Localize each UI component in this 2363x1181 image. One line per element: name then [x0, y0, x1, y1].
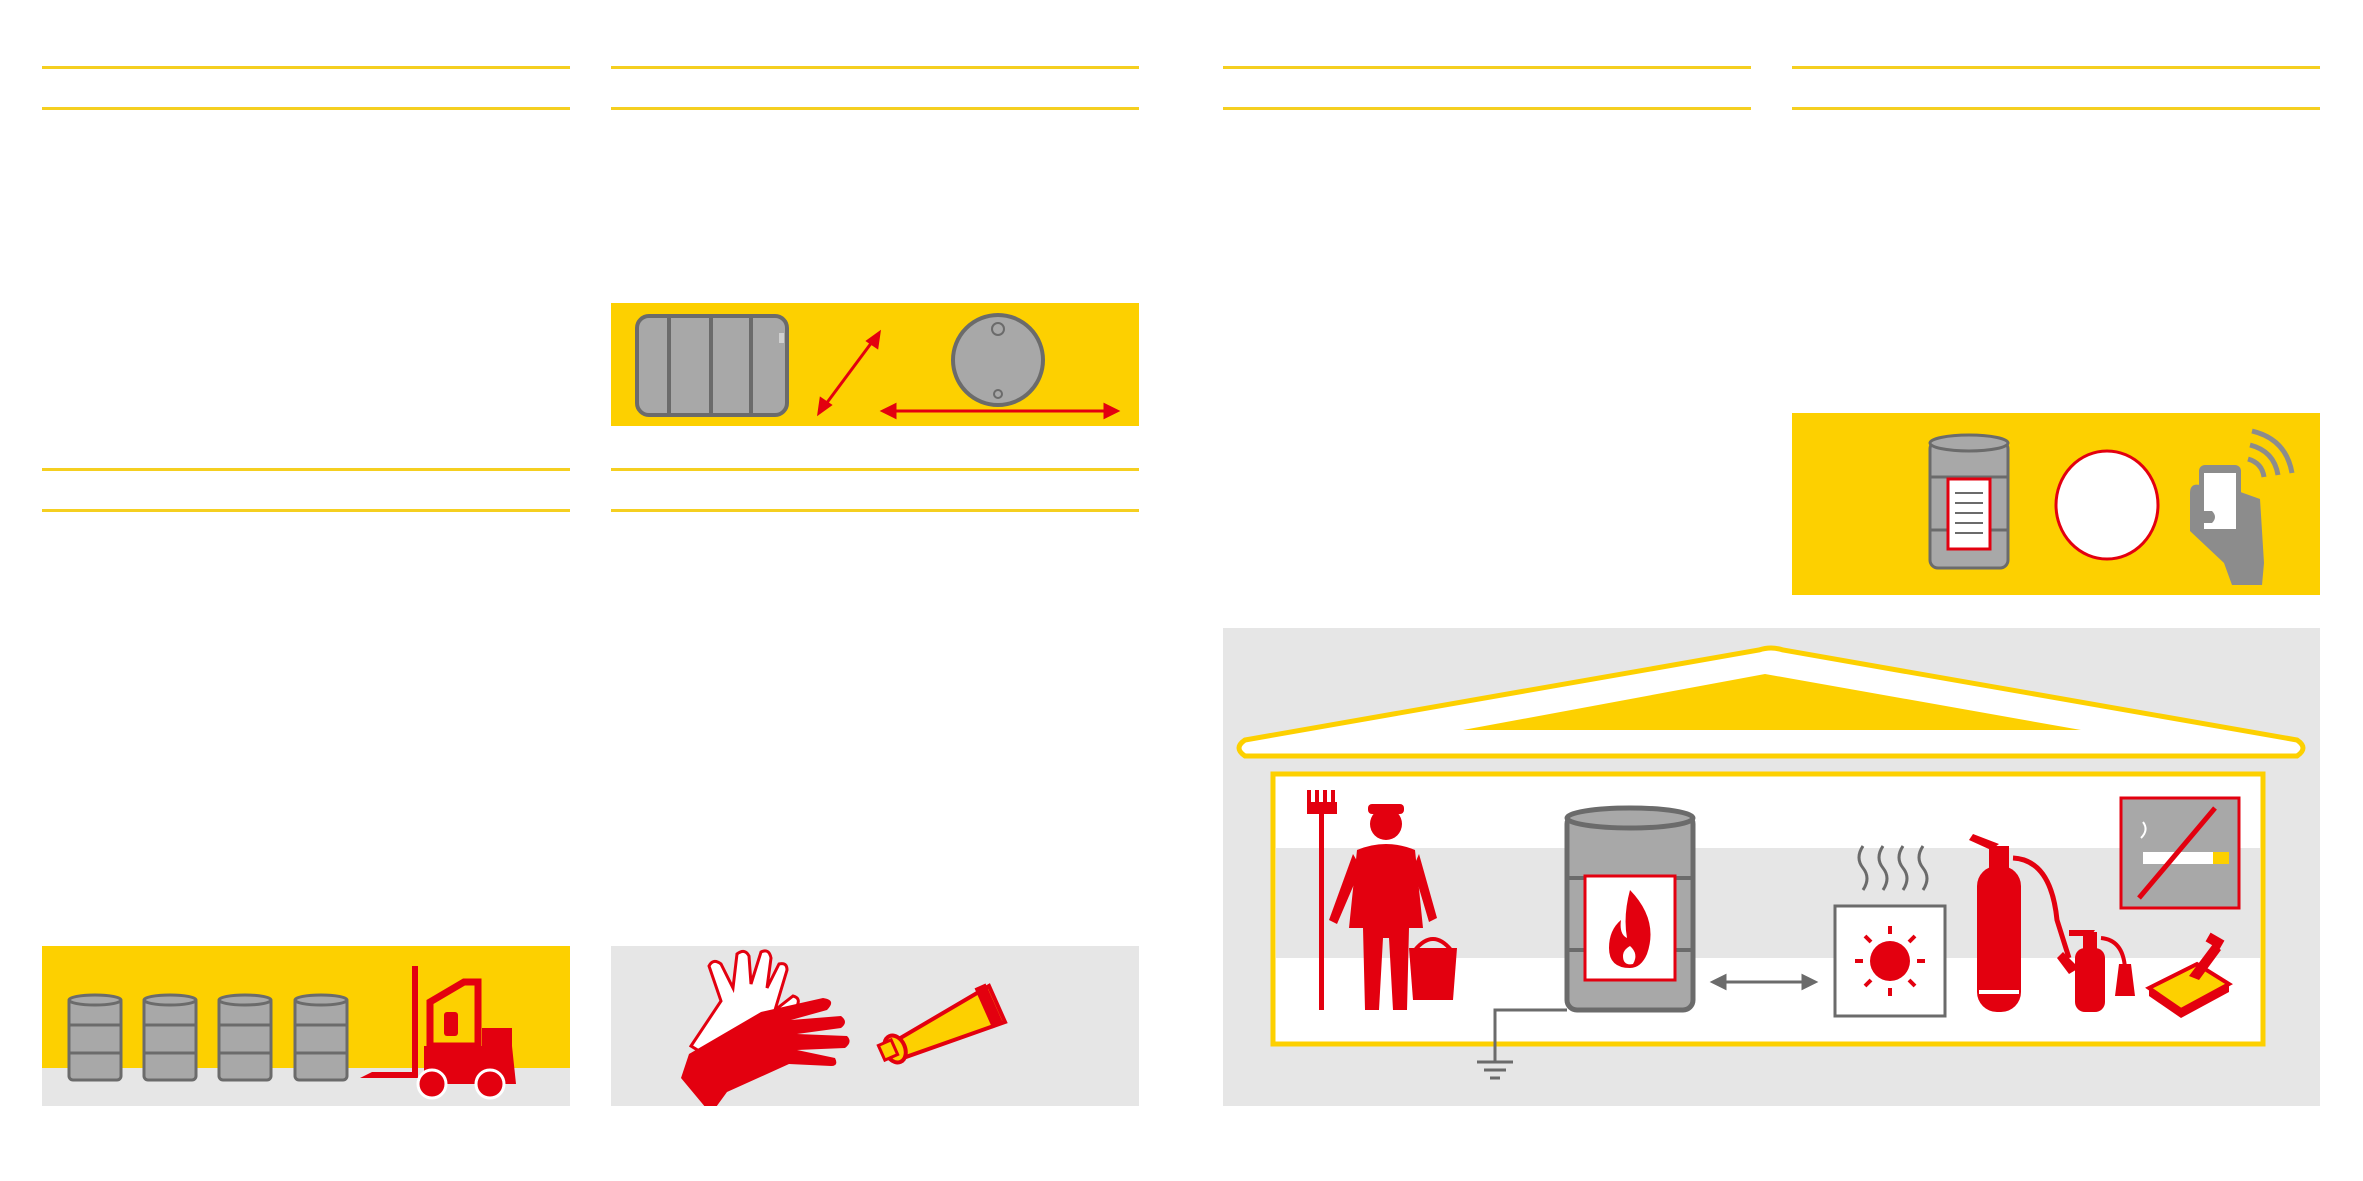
header-rule	[611, 66, 1139, 69]
header-rule	[42, 66, 570, 69]
fire-extinguisher-icon	[1969, 834, 2135, 1012]
header-rule	[42, 468, 570, 471]
header-rule	[42, 107, 570, 110]
header-rule	[1223, 66, 1751, 69]
drum-handling-panel	[42, 946, 570, 1106]
header-rule	[1792, 66, 2320, 69]
labelled-drum-icon	[1928, 433, 2010, 570]
forklift-icon	[360, 966, 516, 1100]
drum-icon	[67, 993, 123, 1082]
blank-circle-icon	[2054, 449, 2160, 561]
smartphone-icon	[2190, 428, 2295, 585]
diagonal-arrow-icon	[817, 329, 881, 417]
glove-icon	[681, 998, 850, 1106]
storage-warehouse-panel	[1223, 628, 2320, 1106]
header-rule	[1792, 107, 2320, 110]
header-rule	[611, 107, 1139, 110]
heat-source-icon	[1833, 845, 1947, 1018]
header-rule	[42, 509, 570, 512]
flammable-drum-icon	[1564, 805, 1696, 1013]
drum-dimensions-panel	[611, 303, 1139, 426]
header-rule	[611, 468, 1139, 471]
drum-side-icon	[635, 314, 789, 417]
drum-icon	[217, 993, 273, 1082]
drum-icon	[293, 993, 349, 1082]
earth-ground-icon	[1477, 1008, 1567, 1080]
header-rule	[611, 509, 1139, 512]
drum-identification-panel	[1792, 413, 2320, 595]
roof-icon	[1236, 645, 2306, 759]
spill-kit-icon	[2145, 932, 2233, 1018]
width-arrow-icon	[879, 402, 1121, 420]
double-arrow-icon	[1709, 973, 1819, 991]
grease-tube-icon	[876, 983, 1008, 1065]
worker-icon	[1307, 790, 1457, 1010]
no-smoking-icon	[2119, 796, 2241, 910]
header-rule	[1223, 107, 1751, 110]
protective-equipment-panel	[611, 946, 1139, 1106]
drum-icon	[142, 993, 198, 1082]
drum-top-icon	[951, 313, 1045, 407]
